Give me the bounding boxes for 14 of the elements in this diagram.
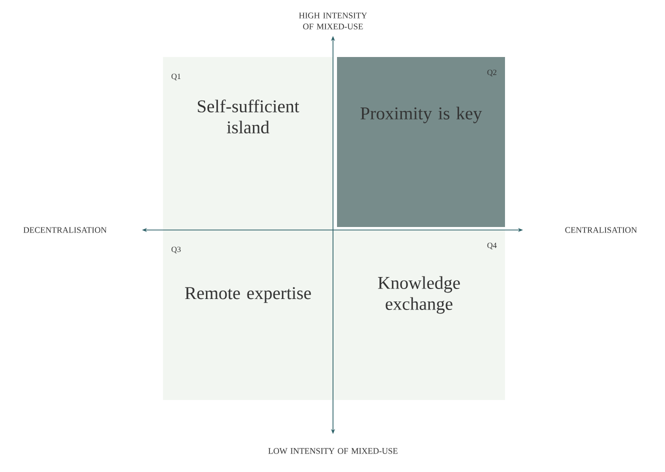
axis-label: HIGH INTENSITY OF MIXED-USE [299,12,368,30]
axis-label: CENTRALISATION [565,227,637,233]
node-label: Self-sufficient island [198,100,300,134]
node-label: Remote expertise [185,287,311,303]
node-label: Q4 [487,242,497,250]
quadrant-box: Self-sufficient island Q1 [163,57,333,230]
node-label: Q1 [172,74,180,80]
quadrant-box: Remote expertise Q3 [163,230,333,400]
node-label: Q3 [172,246,181,254]
axis-label: LOW INTENSITY OF MIXED-USE [268,448,398,454]
quadrant-box: Knowledge exchange Q4 [333,230,505,400]
node-label: Knowledge exchange [378,276,460,314]
quadrant-box: Proximity is key Q2 [337,57,505,227]
axis-label: DECENTRALISATION [23,227,107,233]
